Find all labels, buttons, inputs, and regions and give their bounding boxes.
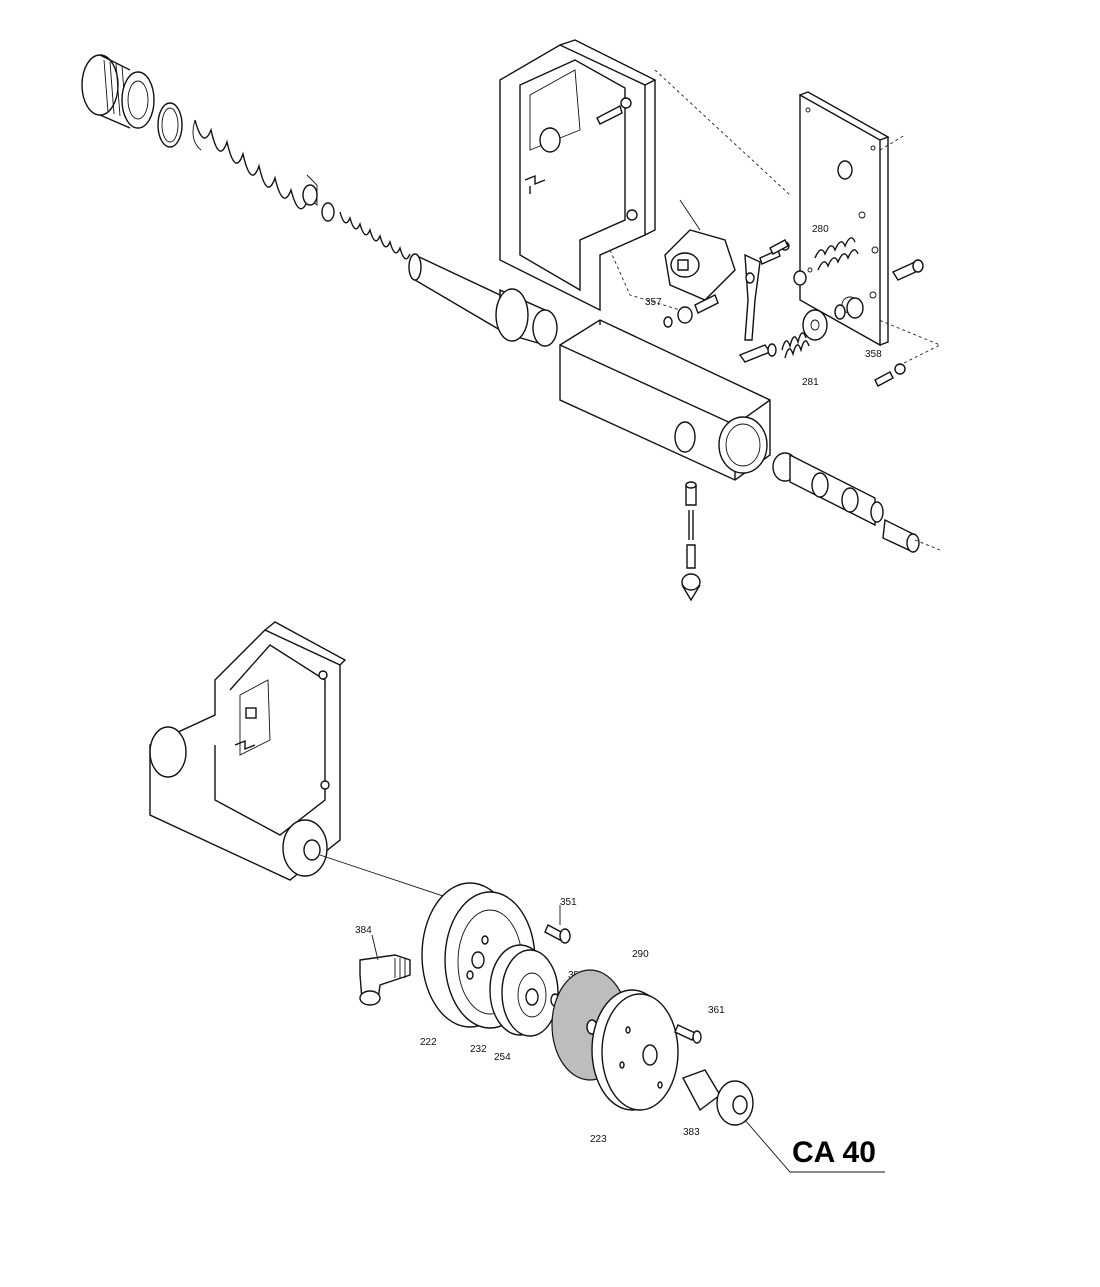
- label-384: 384: [355, 925, 372, 936]
- leader-dashed-3: [879, 134, 906, 151]
- small-screw-lower-right: [874, 363, 906, 387]
- back-plate: [799, 91, 890, 347]
- threaded-sleeve: [81, 54, 155, 129]
- spring-280: [814, 237, 859, 271]
- label-351: 351: [560, 897, 577, 908]
- label-281: 281: [802, 377, 819, 388]
- leader-dashed-1: [654, 69, 791, 196]
- model-label: CA 40: [792, 1136, 876, 1169]
- o-ring-small: [321, 202, 335, 222]
- label-223: 223: [590, 1134, 607, 1145]
- o-ring-large: [157, 102, 183, 148]
- pins: [663, 239, 807, 363]
- label-290: 290: [632, 949, 649, 960]
- label-254: 254: [494, 1052, 511, 1063]
- label-280: 280: [812, 224, 829, 235]
- cap-screw-right: [891, 259, 924, 281]
- washers-right: [802, 297, 864, 341]
- fitting-383: [682, 1069, 754, 1126]
- screw-361: [674, 1024, 702, 1044]
- leader-dashed-6: [914, 539, 941, 551]
- leader-dashed-2: [609, 249, 681, 311]
- pulley-232: [489, 944, 559, 1037]
- label-222: 222: [420, 1037, 437, 1048]
- spring-281: [781, 332, 810, 359]
- small-spring: [339, 211, 411, 260]
- cylinder-body: [559, 319, 771, 481]
- valve-spool: [772, 452, 920, 554]
- flange-223: [591, 989, 679, 1111]
- housing-lower: [149, 621, 347, 881]
- label-383: 383: [683, 1127, 700, 1138]
- model-leader-line: [744, 1119, 885, 1173]
- elbow-fitting-384: [359, 954, 411, 1006]
- leader-384: [371, 934, 379, 961]
- cam-housing: [664, 199, 736, 301]
- housing-upper: [499, 39, 657, 312]
- grease-nipple-stack: [681, 481, 701, 602]
- main-spring: [192, 119, 318, 210]
- label-358: 358: [865, 349, 882, 360]
- label-232: 232: [470, 1044, 487, 1055]
- label-357: 357: [645, 297, 662, 308]
- lever: [744, 253, 761, 341]
- label-361: 361: [708, 1005, 725, 1016]
- piston-rod: [408, 253, 558, 347]
- screw-351: [544, 924, 571, 944]
